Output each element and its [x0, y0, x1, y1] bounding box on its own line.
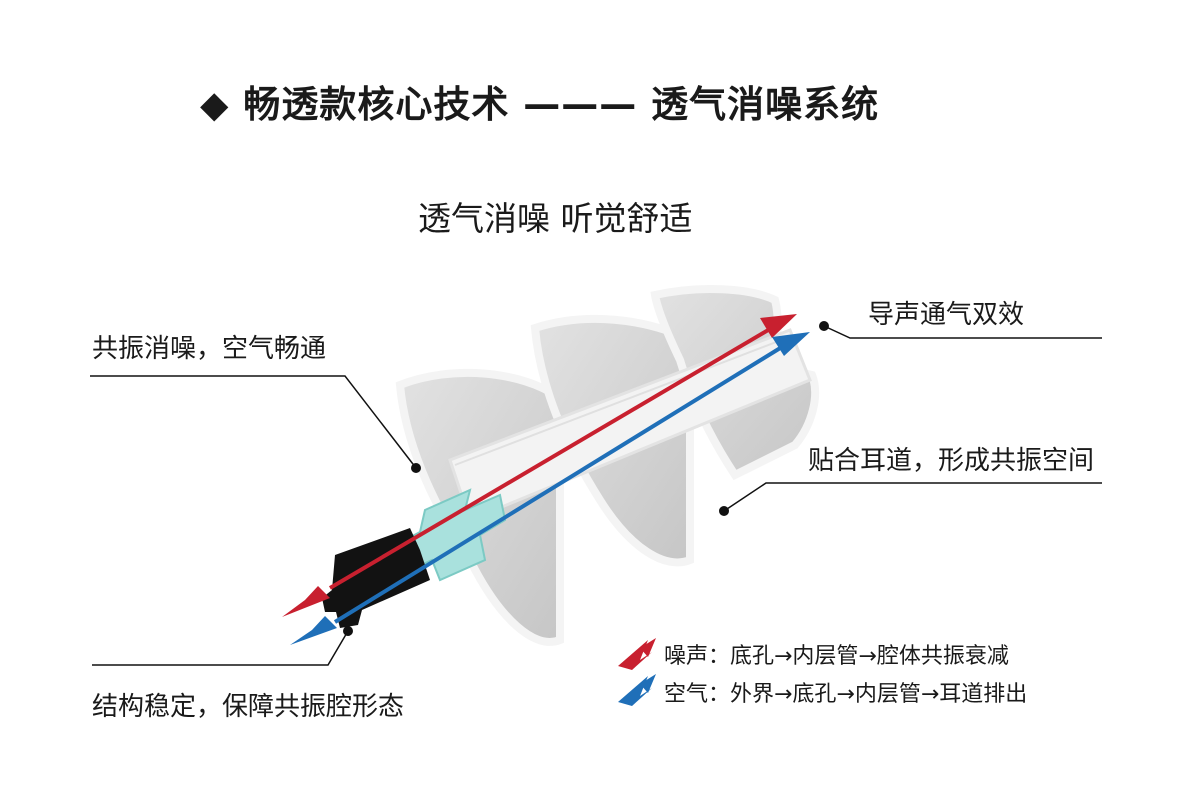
tube-edge-top — [454, 335, 793, 466]
title-left: 畅透款核心技术 — [243, 83, 510, 126]
leader-mid-right — [719, 482, 1102, 516]
label-bottom-left: 结构稳定，保障共振腔形态 — [92, 692, 405, 722]
title-dash: ——— — [523, 83, 638, 126]
leader-top-right — [819, 321, 1102, 339]
legend-air-icon — [618, 674, 656, 706]
legend-noise: 噪声：底孔→内层管→腔体共振衰减 — [664, 644, 1009, 669]
diamond-icon: ◆ — [200, 83, 230, 126]
subtitle: 透气消噪 听觉舒适 — [418, 199, 693, 238]
leader-bottom-left — [92, 626, 353, 666]
label-top-right: 导声通气双效 — [868, 300, 1025, 330]
label-mid-right: 贴合耳道，形成共振空间 — [808, 446, 1095, 476]
legend-air: 空气：外界→底孔→内层管→耳道排出 — [664, 682, 1028, 707]
title-right: 透气消噪系统 — [651, 83, 880, 126]
noise-arrow — [282, 314, 797, 617]
legend-noise-icon — [618, 638, 656, 670]
leader-top-left — [90, 375, 421, 473]
page-title: ◆ 畅透款核心技术 ——— 透气消噪系统 — [200, 74, 879, 128]
base-plug — [322, 528, 430, 628]
air-arrow — [290, 332, 810, 645]
label-top-left: 共振消噪，空气畅通 — [92, 334, 327, 364]
